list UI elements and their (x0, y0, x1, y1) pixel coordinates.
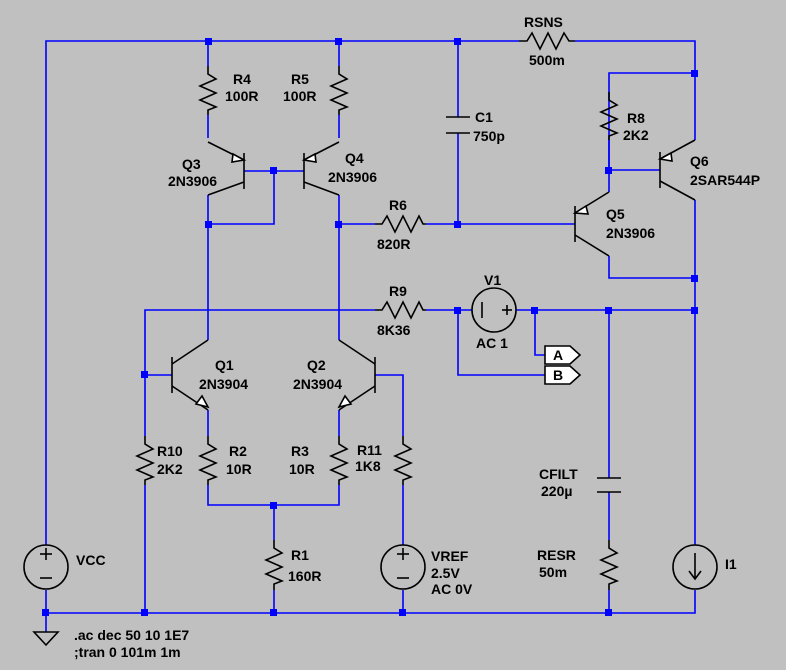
net-label-b-text: B (553, 367, 563, 383)
r8-resistor[interactable] (599, 92, 620, 140)
r8-name: R8 (627, 110, 645, 126)
r3-value: 10R (289, 461, 315, 477)
capacitors (446, 116, 621, 493)
vref-ac: AC 0V (431, 581, 473, 597)
r9-name: R9 (389, 283, 407, 299)
resr-value: 50m (539, 564, 567, 580)
net-label-a[interactable]: A (544, 345, 582, 365)
r1-resistor[interactable] (264, 540, 285, 590)
labels: RSNS 500m R4 100R R5 100R C1 750p R8 2K2… (76, 14, 760, 597)
q2-transistor[interactable] (337, 339, 376, 411)
r2-name: R2 (229, 443, 247, 459)
spice-directives: .ac dec 50 10 1E7 ;tran 0 101m 1m (74, 627, 189, 660)
q4-name: Q4 (345, 150, 364, 166)
rsns-value: 500m (529, 52, 565, 68)
r6-name: R6 (389, 197, 407, 213)
vcc-name: VCC (76, 552, 106, 568)
r3-resistor[interactable] (329, 436, 350, 485)
r4-name: R4 (233, 71, 251, 87)
q2-name: Q2 (307, 357, 326, 373)
q4-value: 2N3906 (328, 169, 377, 185)
resr-name: RESR (537, 547, 576, 563)
r10-resistor[interactable] (135, 436, 156, 485)
r9-value: 8K36 (377, 322, 411, 338)
cfilt-value: 220µ (541, 483, 572, 499)
q6-name: Q6 (690, 153, 709, 169)
r11-value: 1K8 (355, 458, 381, 474)
r5-name: R5 (291, 71, 309, 87)
r8-value: 2K2 (623, 127, 649, 143)
vref-value: 2.5V (431, 565, 460, 581)
cfilt-name: CFILT (539, 466, 578, 482)
q6-value: 2SAR544P (690, 172, 760, 188)
vref-name: VREF (431, 548, 469, 564)
r4-value: 100R (225, 88, 258, 104)
i1-source[interactable] (672, 544, 718, 590)
junctions (42, 38, 698, 616)
net-label-b[interactable]: B (544, 365, 582, 385)
c1-capacitor[interactable] (446, 116, 470, 134)
r11-name: R11 (357, 442, 382, 458)
r10-value: 2K2 (157, 461, 183, 477)
q2-value: 2N3904 (293, 376, 342, 392)
c1-name: C1 (475, 109, 493, 125)
q4-transistor[interactable] (301, 141, 340, 196)
r1-value: 160R (288, 568, 321, 584)
rsns-name: RSNS (524, 14, 563, 30)
q5-name: Q5 (606, 206, 625, 222)
vref-source[interactable] (380, 544, 426, 590)
v1-value: AC 1 (476, 335, 508, 351)
ground-symbol (32, 631, 60, 647)
cfilt-capacitor[interactable] (597, 477, 621, 493)
r2-value: 10R (226, 461, 252, 477)
net-label-a-text: A (553, 347, 563, 363)
r11-resistor[interactable] (393, 436, 414, 485)
i1-name: I1 (725, 556, 737, 572)
r1-name: R1 (291, 547, 309, 563)
v1-name: V1 (484, 272, 501, 288)
r9-resistor[interactable] (375, 300, 426, 320)
q3-name: Q3 (182, 156, 201, 172)
r6-value: 820R (377, 236, 410, 252)
q1-transistor[interactable] (171, 339, 210, 411)
directive-ac[interactable]: .ac dec 50 10 1E7 (74, 627, 189, 643)
q3-value: 2N3906 (168, 173, 217, 189)
q5-value: 2N3906 (606, 225, 655, 241)
sources (23, 287, 718, 590)
q3-transistor[interactable] (207, 141, 247, 196)
vcc-source[interactable] (23, 544, 69, 590)
resr-resistor[interactable] (599, 540, 620, 590)
c1-value: 750p (473, 128, 505, 144)
r10-name: R10 (157, 443, 183, 459)
r5-resistor[interactable] (329, 66, 350, 115)
v1-source[interactable] (471, 287, 517, 333)
q1-value: 2N3904 (199, 376, 248, 392)
wires (45, 40, 696, 632)
r4-resistor[interactable] (198, 66, 219, 115)
transistors (171, 139, 696, 411)
q5-transistor[interactable] (572, 191, 610, 257)
directive-tran[interactable]: ;tran 0 101m 1m (74, 644, 181, 660)
q6-transistor[interactable] (657, 139, 696, 201)
r2-resistor[interactable] (198, 436, 219, 485)
r3-name: R3 (291, 443, 309, 459)
r6-resistor[interactable] (375, 214, 426, 234)
q1-name: Q1 (215, 357, 234, 373)
r5-value: 100R (283, 88, 316, 104)
rsns-resistor[interactable] (519, 31, 575, 51)
resistors (135, 31, 620, 590)
